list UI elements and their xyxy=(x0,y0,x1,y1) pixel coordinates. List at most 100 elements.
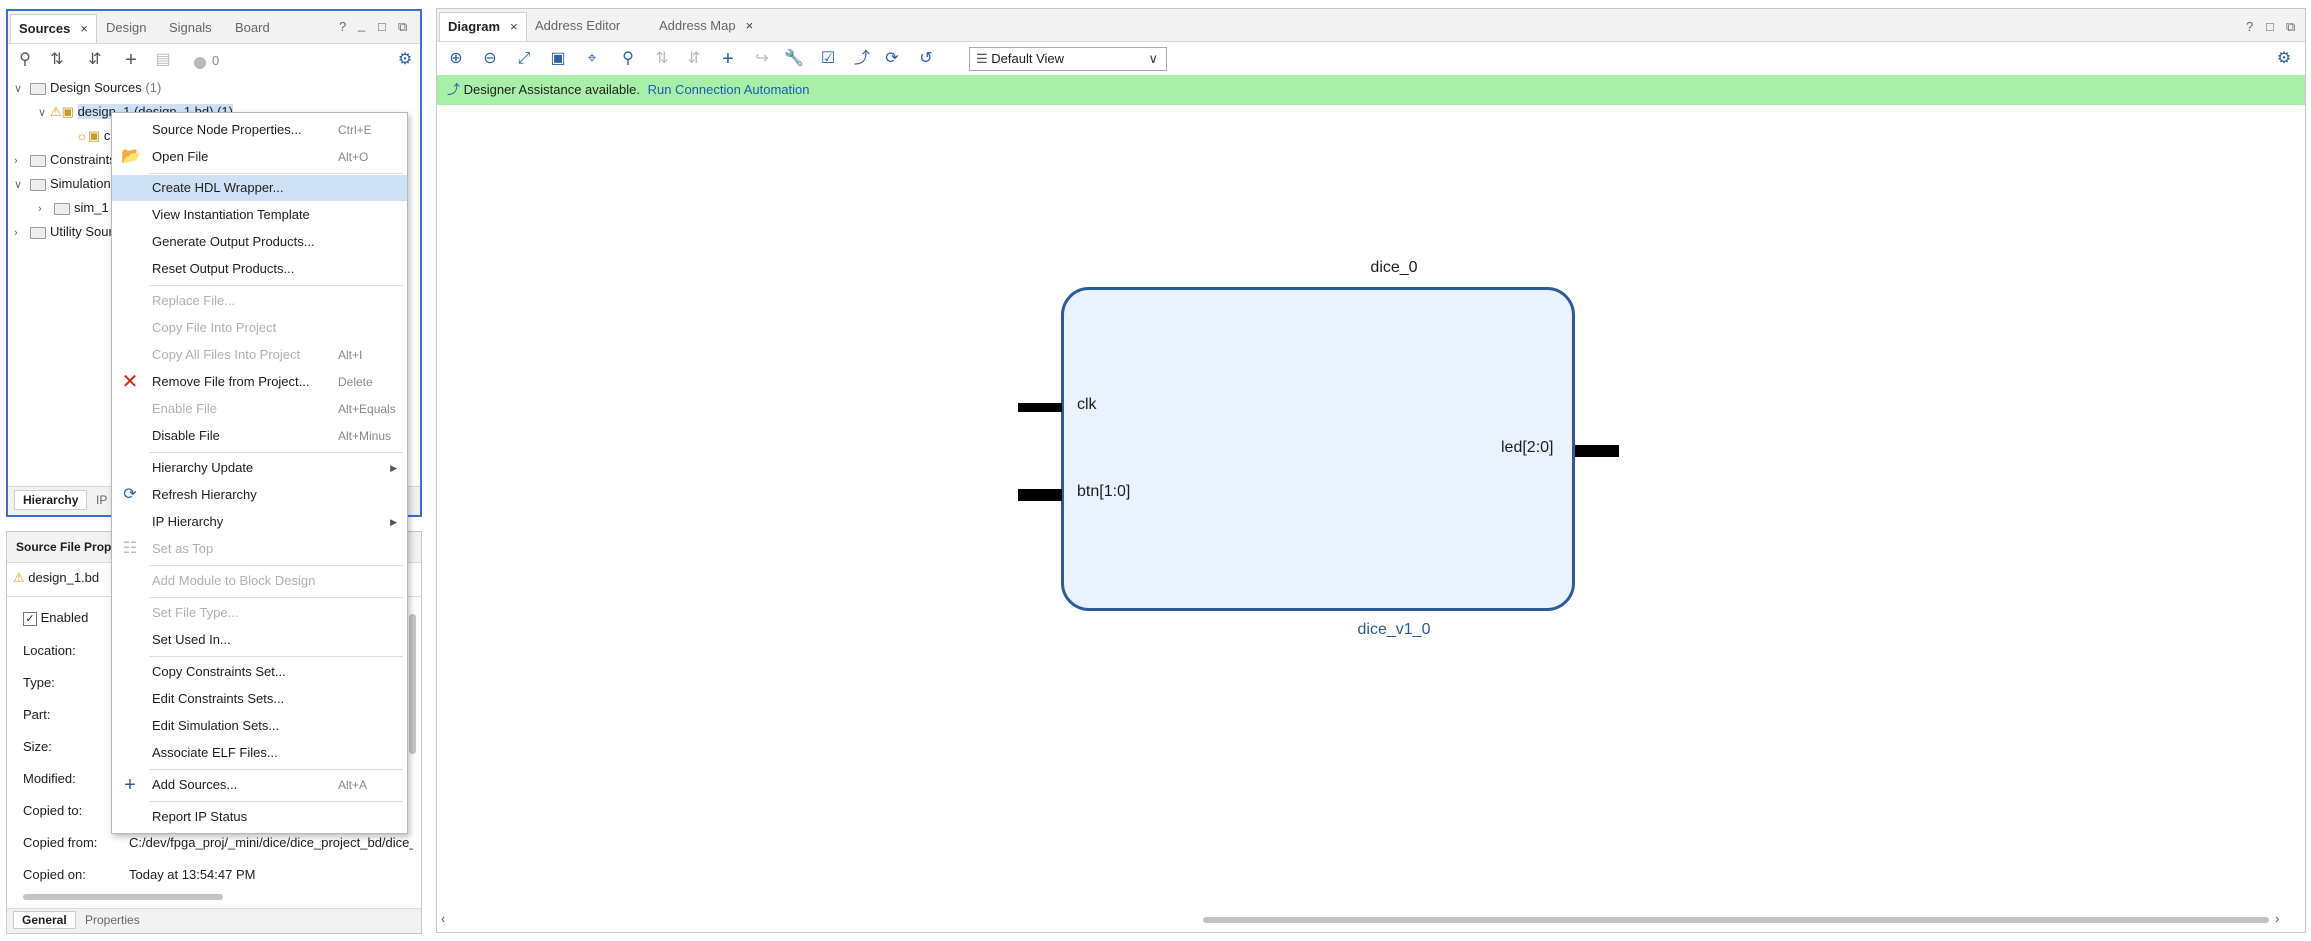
menu-item-create-hdl-wrapper[interactable]: Create HDL Wrapper... xyxy=(112,175,407,201)
menu-item-hierarchy-update[interactable]: Hierarchy Update▶ xyxy=(112,455,407,481)
maximize-icon[interactable]: □ xyxy=(378,19,386,34)
diagram-scrollbar-thumb[interactable] xyxy=(1203,917,2269,923)
gear-icon[interactable]: ⚙ xyxy=(2276,50,2292,67)
menu-item-replace-file[interactable]: Replace File... xyxy=(152,293,236,308)
menu-item-add-module-to-block-design[interactable]: Add Module to Block Design xyxy=(152,573,316,588)
tab-properties[interactable]: Properties xyxy=(85,913,140,927)
vertical-scrollbar[interactable] xyxy=(407,600,419,888)
collapse-icon[interactable]: ⇅ xyxy=(655,50,669,67)
menu-separator xyxy=(149,769,403,770)
zoom-in-icon[interactable]: ⊕ xyxy=(449,50,463,67)
tree-sim-1[interactable]: ›sim_1 xyxy=(38,197,109,219)
tree-utility[interactable]: ›Utility Sourc xyxy=(14,221,119,243)
scroll-right-icon[interactable]: › xyxy=(2275,911,2280,926)
chevron-right-icon[interactable]: › xyxy=(38,203,42,215)
zoom-selection-icon[interactable]: ▣ xyxy=(550,50,566,67)
wrench-icon[interactable]: 🔧 xyxy=(784,50,804,67)
close-icon[interactable]: × xyxy=(745,18,754,33)
chevron-right-icon[interactable]: › xyxy=(14,155,18,167)
horizontal-scrollbar[interactable] xyxy=(13,892,405,904)
expand-icon[interactable]: ⇵ xyxy=(687,50,701,67)
port-pin-clk[interactable] xyxy=(1018,403,1062,412)
ip-block[interactable] xyxy=(1061,287,1575,611)
menu-item-edit-constraints-sets[interactable]: Edit Constraints Sets... xyxy=(152,691,285,706)
menu-item-associate-elf-files[interactable]: Associate ELF Files... xyxy=(152,745,278,760)
view-select[interactable]: ☰ Default View ∨ xyxy=(969,47,1167,71)
tab-general[interactable]: General xyxy=(13,911,76,929)
minimize-icon[interactable]: _ xyxy=(358,17,366,32)
search-icon[interactable]: ⚲ xyxy=(19,51,31,68)
menu-item-copy-file-into-project[interactable]: Copy File Into Project xyxy=(152,320,277,335)
float-icon[interactable]: ⧉ xyxy=(398,19,408,34)
zoom-fit-icon[interactable]: ⤢ xyxy=(517,50,531,67)
chevron-right-icon[interactable]: › xyxy=(14,227,18,239)
menu-item-add-sources[interactable]: +Add Sources...Alt+A xyxy=(112,772,407,798)
close-icon[interactable]: × xyxy=(80,21,88,36)
port-pin-btn[interactable] xyxy=(1018,489,1062,501)
tree-child-item[interactable]: ☼▣ c xyxy=(76,128,111,143)
menu-item-refresh-hierarchy[interactable]: ⟳Refresh Hierarchy xyxy=(112,482,407,508)
tab-hierarchy[interactable]: Hierarchy xyxy=(14,490,88,510)
expand-all-icon[interactable]: ⇵ xyxy=(88,51,102,68)
tab-sources[interactable]: Sources× xyxy=(10,14,97,43)
tree-design-sources[interactable]: ∨Design Sources (1) xyxy=(14,77,161,99)
vertical-scrollbar-thumb[interactable] xyxy=(409,614,416,754)
menu-item-view-instantiation-template[interactable]: View Instantiation Template xyxy=(152,207,310,222)
prop-label-copied-to: Copied to: xyxy=(23,803,83,818)
menu-item-set-used-in[interactable]: Set Used In... xyxy=(152,632,231,647)
menu-item-set-as-top[interactable]: ☷Set as Top xyxy=(112,536,407,562)
run-connection-automation-link[interactable]: Run Connection Automation xyxy=(647,82,810,97)
auto-fit-icon[interactable]: ⌖ xyxy=(587,50,597,67)
chevron-down-icon[interactable]: ∨ xyxy=(14,83,23,95)
menu-item-source-node-properties[interactable]: Source Node Properties...Ctrl+E xyxy=(152,122,372,137)
tab-signals[interactable]: Signals xyxy=(169,20,212,35)
add-icon[interactable]: + xyxy=(125,49,137,71)
tree-simulation[interactable]: ∨Simulation xyxy=(14,173,111,195)
menu-item-edit-simulation-sets[interactable]: Edit Simulation Sets... xyxy=(152,718,280,733)
tab-board[interactable]: Board xyxy=(235,20,270,35)
designer-assistance-banner: ⤴ Designer Assistance available. Run Con… xyxy=(437,75,2305,105)
diagram-horizontal-scrollbar[interactable]: ‹ › xyxy=(437,911,2305,927)
menu-item-reset-output-products[interactable]: Reset Output Products... xyxy=(152,261,295,276)
zoom-out-icon[interactable]: ⊖ xyxy=(483,50,497,67)
status-count: 0 xyxy=(212,53,220,68)
run-automation-icon[interactable]: ⤴ xyxy=(853,50,870,67)
make-connection-icon[interactable]: ↪ xyxy=(755,50,769,67)
tree-constraints[interactable]: ›Constraints xyxy=(14,149,116,171)
scroll-left-icon[interactable]: ‹ xyxy=(441,911,446,926)
validate-icon[interactable]: ☑ xyxy=(820,50,836,67)
add-ip-icon[interactable]: + xyxy=(722,48,734,70)
regenerate-layout-icon[interactable]: ↺ xyxy=(919,50,933,67)
gear-icon[interactable]: ⚙ xyxy=(397,51,413,68)
help-icon[interactable]: ? xyxy=(2246,19,2254,34)
chevron-down-icon[interactable]: ∨ xyxy=(38,107,47,119)
menu-item-copy-constraints-set[interactable]: Copy Constraints Set... xyxy=(152,664,286,679)
close-icon[interactable]: × xyxy=(510,19,518,34)
warning-icon: ⚠ xyxy=(13,570,25,585)
tab-address-editor[interactable]: Address Editor xyxy=(535,18,621,33)
menu-item-remove-file-from-project[interactable]: ✕Remove File from Project...Delete xyxy=(121,371,373,393)
menu-item-ip-hierarchy[interactable]: IP Hierarchy▶ xyxy=(112,509,407,535)
source-file-icon[interactable]: ▤ xyxy=(155,51,171,68)
refresh-icon[interactable]: ⟳ xyxy=(885,50,899,67)
chevron-down-icon[interactable]: ∨ xyxy=(14,179,23,191)
menu-item-set-file-type[interactable]: Set File Type... xyxy=(152,605,239,620)
tab-diagram[interactable]: Diagram× xyxy=(439,12,527,41)
maximize-icon[interactable]: □ xyxy=(2266,19,2274,34)
horizontal-scrollbar-thumb[interactable] xyxy=(23,894,223,900)
enabled-checkbox[interactable]: ✓ xyxy=(23,611,37,626)
tab-design[interactable]: Design xyxy=(106,20,147,35)
float-icon[interactable]: ⧉ xyxy=(2286,19,2296,34)
menu-item-report-ip-status[interactable]: Report IP Status xyxy=(152,809,248,824)
port-pin-led[interactable] xyxy=(1575,445,1619,457)
collapse-all-icon[interactable]: ⇅ xyxy=(50,51,64,68)
menu-item-generate-output-products[interactable]: Generate Output Products... xyxy=(152,234,315,249)
assistance-icon: ⤴ xyxy=(447,82,461,97)
help-icon[interactable]: ? xyxy=(339,19,347,34)
tab-address-map[interactable]: Address Map× xyxy=(659,18,754,33)
search-icon[interactable]: ⚲ xyxy=(622,50,634,67)
